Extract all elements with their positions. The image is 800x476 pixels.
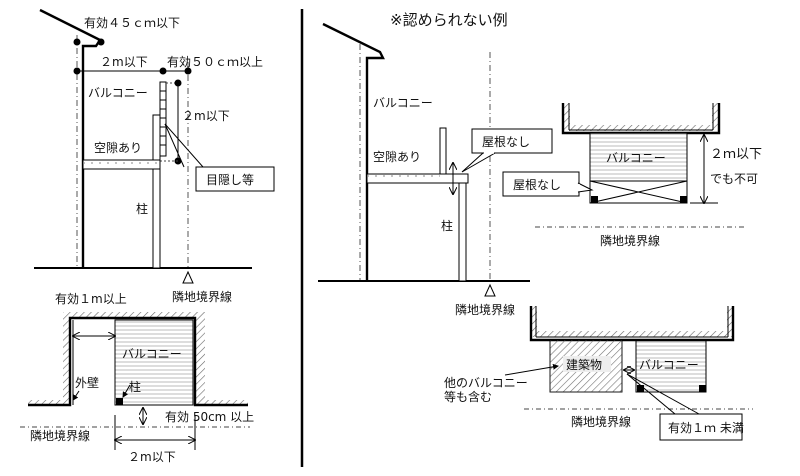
setback-label: 有効 50cm 以上 [165,409,254,424]
setback-label: 有効５０ｃｍ以上 [167,54,263,69]
column-marker [680,196,687,203]
railing [152,114,161,161]
dim-point [174,79,182,87]
roof-and-wall [39,8,102,268]
eave-limit-label: 有効４５ｃｍ以下 [84,15,180,30]
balcony-label: バルコニー [373,96,433,110]
height-limit-label: ２m以下 [182,109,230,123]
balcony-label: バルコニー [88,86,148,100]
width-limit-label: ２m以下 [128,450,176,464]
note-line2: でも不可 [710,172,758,186]
boundary-label: 隣地境界線 [30,428,90,443]
column-marker [591,196,598,203]
width-limit-label: ２m以下 [100,55,148,69]
no-roof-callout [471,128,553,154]
dim-point [184,67,192,75]
no-roof-label: 屋根なし [513,178,561,192]
boundary-marker-icon [182,270,194,284]
outer-wall-label: 外壁 [75,375,99,390]
screen-callout [195,166,275,192]
column [152,168,161,269]
balcony-area [114,319,194,406]
balcony-slab [366,173,469,184]
column-label: 柱 [441,218,453,233]
balcony-label: バルコニー [639,358,699,372]
roof-and-wall [322,22,385,280]
right-elevation: バルコニー 空隙あり 柱 屋根なし 隣地境界線 [318,22,553,317]
distance-label: 有効１ｍ 未満 [668,420,744,435]
boundary-label: 隣地境界線 [455,302,515,317]
column-label: 柱 [129,379,141,394]
dim-point [73,67,81,75]
clearance-label: 有効１m以上 [55,291,127,306]
right-plan-top: バルコニー ２ｍ以下 でも不可 屋根なし 隣地境界線 [502,103,762,248]
dim-point [97,38,105,46]
left-plan: 有効１m以上 バルコニー 外壁 柱 有効 50cm 以上 隣地境界線 ２m以下 [20,291,254,464]
boundary-marker-icon [484,283,496,297]
building-label: 建築物 [566,357,602,372]
balcony-slab [82,159,161,170]
column-marker [637,385,644,392]
distance-callout [659,413,743,441]
screen-label: 目隠し等 [206,173,254,187]
column-label: 柱 [136,201,148,216]
boundary-label: 隣地境界線 [571,414,631,429]
dim-point [159,67,167,75]
gap-label: 空隙あり [94,141,142,155]
outer-wall [529,306,735,342]
balcony-label: バルコニー [606,151,666,165]
balcony-area [589,132,688,182]
column-marker [116,398,123,405]
other-note-line2: 等も含む [444,389,492,404]
no-roof-callout [502,171,580,197]
gap-label: 空隙あり [373,150,421,164]
other-note-line1: 他のバルコニー [444,376,528,390]
not-permitted-title: ※認められない例 [390,11,508,29]
railing [439,127,447,175]
no-roof-label: 屋根なし [482,135,530,149]
note-line1: ２ｍ以下 [710,147,762,162]
column-marker [699,385,706,392]
dim-point [73,38,81,46]
balcony-area [635,339,707,393]
boundary-label: 隣地境界線 [172,289,232,304]
boundary-label: 隣地境界線 [600,233,660,248]
left-elevation: 有効４５ｃｍ以下 ２m以下 有効５０ｃｍ以上 ２m以下 バルコニー 空隙あり 柱 [34,8,275,304]
right-plan-bottom: 建築物 バルコニー 他のバルコニー 等も含む 隣地境界線 有効１ｍ 未満 [444,306,753,441]
outer-wall [28,316,248,407]
balcony-label: バルコニー [122,347,182,361]
column [458,182,467,282]
